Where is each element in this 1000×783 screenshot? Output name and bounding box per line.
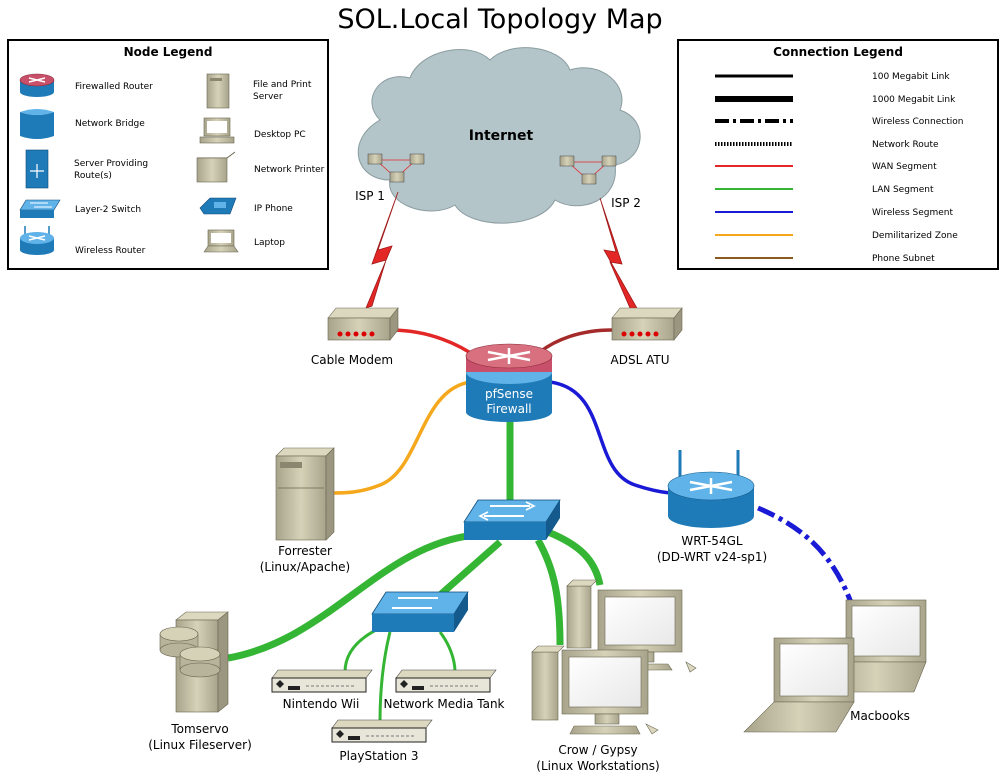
secondary-switch [371,591,469,632]
network-media-tank-device [395,669,497,693]
route-server-icon [25,149,49,189]
internet-label: Internet [469,128,534,144]
wrt54gl-wireless-router [667,450,755,528]
legend-label-phone: Phone Subnet [872,254,935,264]
isp1-network-icon [367,153,425,183]
legend-label-file-server-wrap: File and Print Server [253,80,312,102]
connection-legend: Connection Legend 100 Megabit Link 1000 … [677,39,999,270]
ps3-label: PlayStation 3 [339,749,418,763]
wireless-link-wrt [549,380,671,495]
legend-label-network-bridge: Network Bridge [75,119,145,129]
isp2-lightning-link [599,197,639,311]
wan-link-cable-modem [389,328,480,360]
legend-label-wireless-seg: Wireless Segment [872,208,953,218]
legend-label-layer2-switch: Layer-2 Switch [75,205,141,215]
crow-label-line1: Crow / Gypsy [558,743,637,757]
node-legend: Node Legend Firewalled Rout [7,39,329,270]
legend-label-wireless-router: Wireless Router [75,246,146,256]
lan-link-gypsy [546,528,604,586]
desktop-pc-icon [199,117,235,144]
wireless-connection-macbooks [757,505,855,606]
cable-modem-label: Cable Modem [311,353,393,367]
legend-label-lan: LAN Segment [872,185,934,195]
legend-label-firewalled-router: Firewalled Router [75,82,153,92]
legend-label-laptop: Laptop [254,238,285,248]
bridge-icon [20,109,54,139]
ip-phone-icon [199,197,237,215]
firewall-label-line1: pfSense [485,387,533,401]
wii-label: Nintendo Wii [283,697,360,711]
nintendo-wii-device [271,669,373,693]
printer-icon [196,151,236,183]
legend-label-wan: WAN Segment [872,162,937,172]
lan-link-crow [534,538,564,646]
tomservo-label-line2: (Linux Fileserver) [148,738,252,752]
connection-legend-title: Connection Legend [773,45,903,59]
legend-label-ip-phone: IP Phone [254,204,293,214]
nmt-label: Network Media Tank [383,697,504,711]
lan-link-ps3 [378,631,392,723]
tomservo-fileserver [159,611,229,713]
isp1-lightning-link [365,191,399,309]
legend-label-route: Network Route [872,140,939,150]
legend-label-file-server: File and Print Server [253,80,312,102]
lan-link-tomservo [227,531,476,662]
core-switch [463,499,561,540]
internet-cloud: Internet [357,47,641,224]
crow-label-line2: (Linux Workstations) [536,759,659,773]
lan-link-nmt [438,631,457,673]
adsl-atu-label: ADSL ATU [611,353,670,367]
lan-link-switch2 [437,539,503,598]
legend-label-network-printer: Network Printer [254,165,325,175]
router-icon [19,73,55,97]
switch-icon [19,199,61,218]
laptop-icon [203,229,239,253]
lan-link-wii [343,626,381,673]
wrt-label-line2: (DD-WRT v24-sp1) [657,550,767,564]
isp1-label: ISP 1 [355,189,385,203]
cable-modem-device [327,307,399,341]
node-legend-title: Node Legend [124,45,213,59]
macbook-front [743,637,855,733]
legend-label-route-server-wrap: Server Providing Route(s) [74,159,149,181]
legend-label-desktop-pc: Desktop PC [254,130,306,140]
playstation3-device [331,719,433,743]
legend-label-dmz: Demilitarized Zone [872,231,958,241]
macbooks-label: Macbooks [850,709,910,723]
wireless-router-icon [20,226,54,255]
wrt-label-line1: WRT-54GL [681,534,742,548]
legend-label-route-server: Server Providing Route(s) [74,159,149,181]
crow-workstation [531,645,659,735]
isp2-network-icon [559,155,617,185]
file-server-icon [206,73,230,109]
forrester-label-line2: (Linux/Apache) [260,560,351,574]
tomservo-label-line1: Tomservo [170,722,228,736]
isp2-label: ISP 2 [611,196,641,210]
dmz-link-forrester [331,380,471,495]
legend-label-wireless: Wireless Connection [872,117,963,127]
pfsense-firewall-router: pfSense Firewall [465,343,553,422]
forrester-label-line1: Forrester [278,544,332,558]
wan-link-adsl [538,328,613,354]
legend-label-100mb: 100 Megabit Link [872,72,950,82]
adsl-atu-device [611,307,683,341]
legend-label-1000mb: 1000 Megabit Link [872,95,956,105]
diagram-title: SOL.Local Topology Map [337,4,662,35]
firewall-label-line2: Firewall [486,402,531,416]
forrester-server [275,447,335,541]
